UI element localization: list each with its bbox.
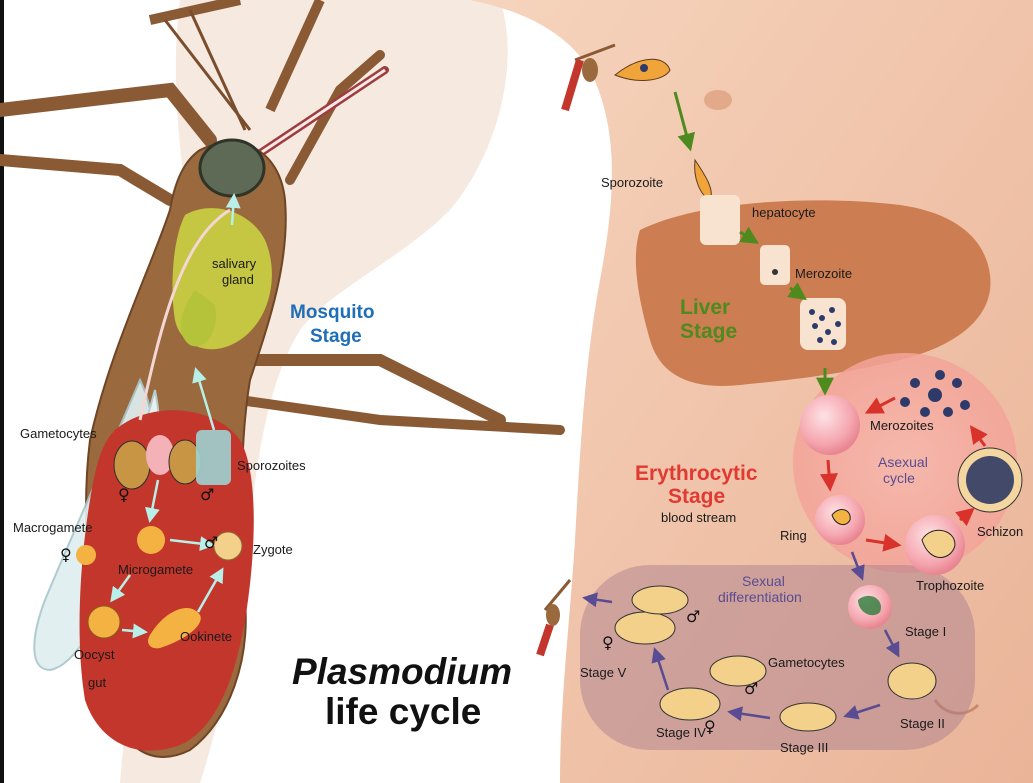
salivary-gland-label-1: salivary bbox=[212, 256, 257, 271]
male-symbol-stage-v: ♂ bbox=[686, 607, 700, 626]
rbc-merozoite-entry bbox=[800, 395, 860, 455]
blood-stream-label: blood stream bbox=[661, 510, 736, 525]
schizon-label: Schizon bbox=[977, 524, 1023, 539]
gut-label: gut bbox=[88, 675, 106, 690]
stage-ii-cell bbox=[888, 663, 936, 699]
male-symbol-gametocytes: ♂ bbox=[200, 485, 214, 504]
stage-i-label: Stage I bbox=[905, 624, 946, 639]
stage-iii-cell bbox=[780, 703, 836, 731]
erythrocytic-stage-label-2: Stage bbox=[668, 485, 725, 508]
stage-ii-label: Stage II bbox=[900, 716, 945, 731]
asexual-cycle-label-1: Asexual bbox=[878, 454, 928, 470]
sporozoites-mosquito-label: Sporozoites bbox=[237, 458, 306, 473]
merozoites-label: Merozoites bbox=[870, 418, 934, 433]
male-symbol-stage-iv: ♂ bbox=[744, 679, 758, 698]
female-symbol-macrogamete: ♀ bbox=[60, 545, 72, 564]
liver-stage-label-2: Stage bbox=[680, 320, 737, 343]
stage-v-cell-male bbox=[632, 586, 688, 614]
hepatocyte-label: hepatocyte bbox=[752, 205, 816, 220]
sexual-differentiation-label-2: differentiation bbox=[718, 589, 802, 605]
asexual-cycle-label-2: cycle bbox=[883, 470, 915, 486]
liver-stage-label-1: Liver bbox=[680, 296, 730, 319]
trophozoite-label: Trophozoite bbox=[916, 578, 984, 593]
female-symbol-stage-iv: ♀ bbox=[704, 717, 716, 736]
arrow-rbc-to-ring bbox=[828, 460, 830, 488]
biting-mosquito-bottom bbox=[540, 580, 570, 655]
title-line-2: life cycle bbox=[325, 691, 481, 732]
macrogamete-label: Macrogamete bbox=[13, 520, 92, 535]
merozoite-label: Merozoite bbox=[795, 266, 852, 281]
stage-iii-label: Stage III bbox=[780, 740, 828, 755]
gametocytes-mosquito-label: Gametocytes bbox=[20, 426, 97, 441]
gametocytes-blood-label: Gametocytes bbox=[768, 655, 845, 670]
mosquito-stage-label-1: Mosquito bbox=[290, 302, 374, 323]
ring-label: Ring bbox=[780, 528, 807, 543]
zygote-label: Zygote bbox=[253, 542, 293, 557]
mosquito-stage-label-2: Stage bbox=[310, 326, 362, 347]
stage-v-cell-female bbox=[615, 612, 675, 644]
nipple bbox=[704, 90, 732, 110]
stage-iv-cell-female bbox=[660, 688, 720, 720]
frame-border bbox=[0, 0, 4, 783]
microgamete-label: Microgamete bbox=[118, 562, 193, 577]
female-symbol-stage-v: ♀ bbox=[602, 633, 614, 652]
salivary-gland-label-2: gland bbox=[222, 272, 254, 287]
ookinete-label: Ookinete bbox=[180, 629, 232, 644]
female-symbol-gametocytes: ♀ bbox=[118, 485, 130, 504]
sporozoite-label: Sporozoite bbox=[601, 175, 663, 190]
title-line-1: Plasmodium bbox=[292, 651, 512, 692]
sexual-differentiation-label-1: Sexual bbox=[742, 573, 785, 589]
oocyst-label: Oocyst bbox=[74, 647, 115, 662]
stage-v-label: Stage V bbox=[580, 665, 627, 680]
male-symbol-microgamete: ♂ bbox=[204, 533, 218, 552]
erythrocytic-stage-label-1: Erythrocytic bbox=[635, 462, 758, 485]
stage-iv-label: Stage IV bbox=[656, 725, 706, 740]
